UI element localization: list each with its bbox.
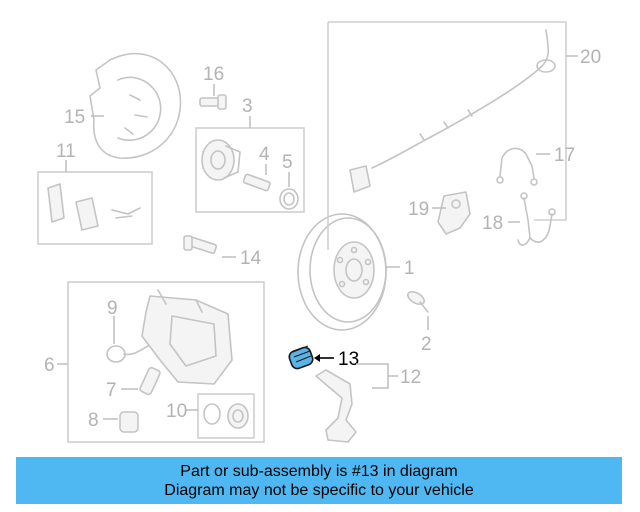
part-15-backing-plate[interactable] <box>89 52 182 159</box>
callout-20: 20 <box>580 47 601 68</box>
part-7-bleeder-valve[interactable] <box>139 366 161 396</box>
callout-19: 19 <box>408 199 429 220</box>
box-6-caliper-assembly <box>67 281 265 443</box>
part-3-wheel-hub[interactable] <box>201 139 241 181</box>
callout-14: 14 <box>240 248 262 269</box>
part-4-hub-bolt[interactable] <box>242 173 271 192</box>
callout-17: 17 <box>554 145 575 166</box>
parts-diagram: 15 16 3 4 5 11 14 6 <box>37 21 601 443</box>
part-9-bleeder-cap[interactable] <box>106 345 149 363</box>
part-6-brake-caliper[interactable] <box>141 289 233 385</box>
part-12-caliper-bracket[interactable] <box>315 369 357 443</box>
part-17-sensor-cable[interactable] <box>496 147 538 186</box>
callout-13: 13 <box>338 349 359 370</box>
part-8-guide-bushing[interactable] <box>119 411 139 433</box>
callout-18: 18 <box>482 213 503 234</box>
callout-15: 15 <box>64 107 85 128</box>
banner-line-1: Part or sub-assembly is #13 in diagram <box>180 462 458 480</box>
part-2-rotor-screw[interactable] <box>406 289 429 313</box>
callout-5: 5 <box>282 152 293 173</box>
callout-11: 11 <box>56 141 76 162</box>
callout-7: 7 <box>106 380 117 401</box>
part-13-guide-bushing[interactable] <box>288 345 315 370</box>
part-1-brake-rotor[interactable] <box>297 213 387 331</box>
callout-12: 12 <box>400 367 421 388</box>
callout-8: 8 <box>88 410 99 431</box>
box-11-brake-pads <box>37 171 153 245</box>
part-11-brake-pad-set[interactable] <box>47 183 141 231</box>
part-10-caliper-seal-kit[interactable] <box>203 403 249 429</box>
banner-line-2: Diagram may not be specific to your vehi… <box>164 481 474 499</box>
callout-4: 4 <box>259 144 270 165</box>
callout-16: 16 <box>203 64 224 85</box>
callout-1: 1 <box>404 258 415 279</box>
part-20-wheel-speed-sensor-harness[interactable] <box>349 29 556 193</box>
callout-6: 6 <box>44 355 55 376</box>
part-5-seal-ring[interactable] <box>279 188 299 210</box>
part-16-bolt[interactable] <box>199 94 227 110</box>
part-19-speed-sensor[interactable] <box>437 191 471 235</box>
box-10-seal-kit <box>197 393 255 439</box>
info-banner: Part or sub-assembly is #13 in diagram D… <box>16 457 622 504</box>
callout-10: 10 <box>166 401 187 422</box>
callout-3: 3 <box>242 96 253 117</box>
callout-2: 2 <box>421 334 432 355</box>
part-18-sensor-cable[interactable] <box>517 192 556 246</box>
part-14-bolt[interactable] <box>183 235 218 255</box>
box-20-sensor-assembly <box>327 21 567 250</box>
callout-9: 9 <box>107 298 118 319</box>
